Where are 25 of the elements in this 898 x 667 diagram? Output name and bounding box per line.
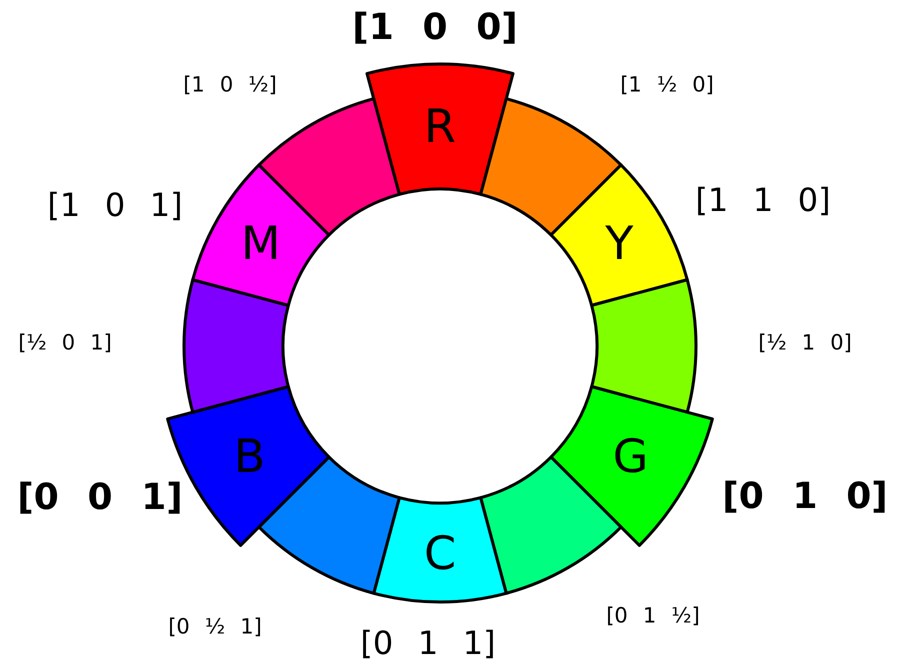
coordinate-label: [1 0 1] (47, 189, 183, 221)
coordinate-label: [1 ½ 0] (620, 74, 714, 96)
segment-letter: M (240, 220, 281, 266)
segment-letter: R (424, 103, 456, 149)
coordinate-label: [0 1 1] (360, 627, 496, 659)
segment-letter: G (612, 433, 648, 479)
color-segment (550, 163, 689, 307)
color-segment (366, 62, 514, 196)
segment-letter: Y (605, 220, 634, 266)
color-segment (590, 278, 698, 414)
color-segment (372, 496, 508, 604)
coordinate-label: [0 0 1] (17, 480, 183, 516)
color-segment (191, 163, 330, 307)
coordinate-label: [1 0 ½] (183, 74, 277, 96)
coordinate-label: [1 1 0] (695, 184, 831, 216)
coordinate-label: [0 1 ½] (606, 606, 700, 626)
segment-letter: B (234, 433, 266, 479)
color-segment (182, 278, 290, 414)
segment-letter: C (424, 530, 456, 576)
coordinate-label: [0 ½ 1] (168, 616, 262, 638)
coordinate-label: [1 0 0] (352, 10, 518, 46)
coordinate-label: [½ 0 1] (18, 332, 112, 354)
color-segment (550, 385, 714, 547)
coordinate-label: [0 1 0] (722, 479, 888, 515)
coordinate-label: [½ 1 0] (758, 332, 852, 354)
